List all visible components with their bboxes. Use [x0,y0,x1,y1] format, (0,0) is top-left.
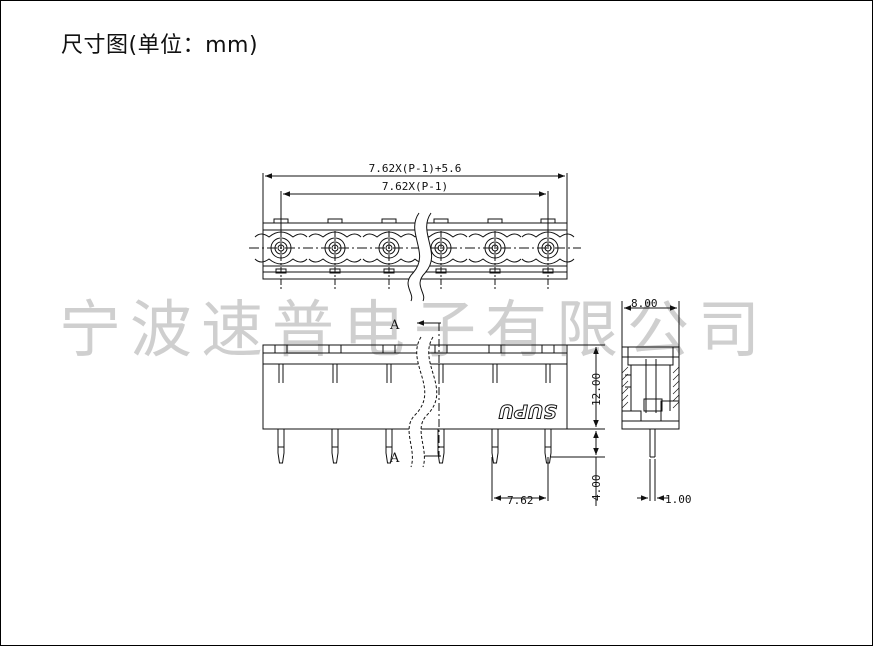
pitch-span-label: 7.62X(P-1) [382,180,448,193]
hatch-line [621,387,629,395]
pin-width-label: 1.00 [665,493,692,506]
overall-length-label: 7.62X(P-1)+5.6 [369,162,462,175]
top-tab [540,218,556,224]
section-arrow-top-label: A [389,318,400,333]
page-title: 尺寸图(单位：mm) [61,33,259,58]
pin [491,429,499,464]
pin [331,429,339,464]
pitch-label: 7.62 [507,494,534,507]
pin-length-label: 4.00 [590,475,603,502]
break-line [407,212,440,468]
hatch-line [621,373,629,381]
front-cap [382,344,396,354]
front-view [262,320,605,506]
front-cap [488,344,502,354]
side-view [621,301,680,501]
top-tab [487,218,503,224]
hatch-line [621,401,629,409]
hatch-line [621,394,629,402]
section-arrow-bottom-label: A [389,451,400,466]
top-tab [433,218,449,224]
company-watermark: 宁波速普电子有限公司 [59,293,770,366]
brand-logo: SUPU [498,400,557,422]
top-tab [381,218,397,224]
top-tab [327,218,343,224]
hatch-line [621,366,629,374]
top-tab [273,218,289,224]
front-cap [434,344,448,354]
pin [385,429,393,464]
front-cap [328,344,342,354]
pin [277,429,285,464]
hatch-line [621,380,629,388]
depth-label: 8.00 [631,297,658,310]
height-label: 12.00 [590,373,603,406]
front-cap [541,344,555,354]
front-cap [274,344,288,354]
